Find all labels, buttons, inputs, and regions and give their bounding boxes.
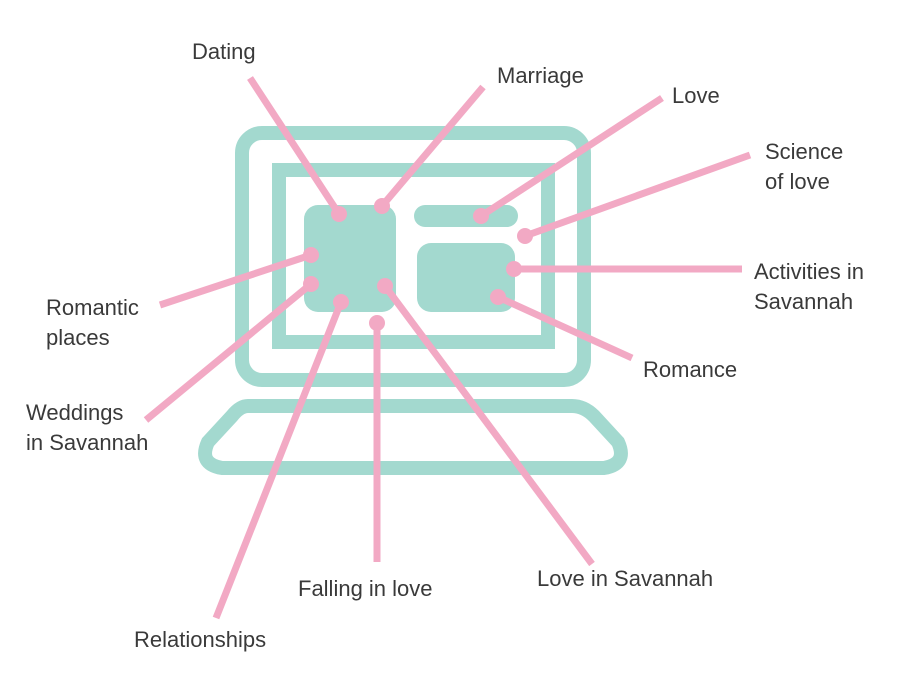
label-science-of-love: Science of love: [765, 139, 849, 194]
dot-romance: [490, 289, 506, 305]
leader-love: [479, 95, 664, 219]
labels: Dating Marriage Love Science of love Act…: [26, 39, 870, 652]
label-dating: Dating: [192, 39, 256, 64]
leader-dots: [303, 198, 533, 331]
leader-relationships: [212, 300, 345, 620]
dot-science-of-love: [517, 228, 533, 244]
dot-dating: [331, 206, 347, 222]
laptop-content-block-large: [304, 205, 396, 312]
leader-marriage: [379, 84, 486, 209]
leader-romantic-places: [158, 251, 313, 309]
leader-weddings-in-savannah: [143, 281, 314, 423]
dot-activities-in-savannah: [506, 261, 522, 277]
leader-science-of-love: [523, 151, 752, 240]
dot-weddings-in-savannah: [303, 276, 319, 292]
dot-falling-in-love: [369, 315, 385, 331]
label-romantic-places: Romantic places: [46, 295, 145, 350]
label-marriage: Marriage: [497, 63, 584, 88]
laptop-screen-outline: [235, 126, 591, 387]
dot-romantic-places: [303, 247, 319, 263]
dot-marriage: [374, 198, 390, 214]
dot-relationships: [333, 294, 349, 310]
leader-love-in-savannah: [382, 283, 595, 567]
label-falling-in-love: Falling in love: [298, 576, 433, 601]
laptop-keyboard-base: [198, 399, 628, 475]
label-love-in-savannah: Love in Savannah: [537, 566, 713, 591]
leader-romance: [496, 293, 634, 362]
label-relationships: Relationships: [134, 627, 266, 652]
leader-lines: [143, 76, 752, 620]
label-activities-in-savannah: Activities in Savannah: [754, 259, 870, 314]
label-love: Love: [672, 83, 720, 108]
dot-love: [473, 208, 489, 224]
label-romance: Romance: [643, 357, 737, 382]
label-weddings-in-savannah: Weddings in Savannah: [26, 400, 148, 455]
laptop-icon: [198, 126, 628, 475]
dot-love-in-savannah: [377, 278, 393, 294]
laptop-content-bar: [414, 205, 518, 227]
leader-dating: [247, 76, 342, 216]
